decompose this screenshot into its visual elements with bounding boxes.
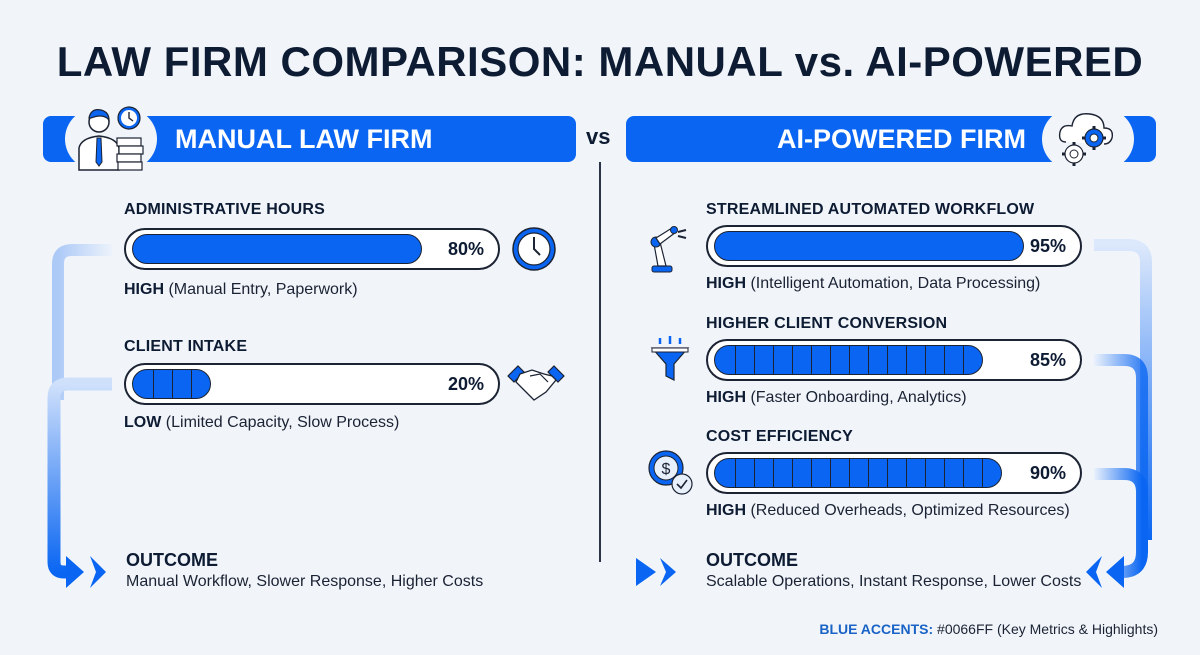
outcome-text: Manual Workflow, Slower Response, Higher… bbox=[126, 573, 484, 590]
metric-client-conversion: HIGHER CLIENT CONVERSION 85% HIGH (Faste… bbox=[706, 315, 1082, 407]
level-detail: (Intelligent Automation, Data Processing… bbox=[750, 275, 1041, 292]
ai-outcome: OUTCOME Scalable Operations, Instant Res… bbox=[706, 550, 1081, 591]
legend-text: #0066FF (Key Metrics & Highlights) bbox=[933, 621, 1158, 637]
progress-bar: 80% bbox=[124, 228, 500, 270]
level-detail: (Reduced Overheads, Optimized Resources) bbox=[750, 502, 1070, 519]
progress-fill bbox=[132, 234, 422, 264]
progress-value: 90% bbox=[1029, 462, 1066, 483]
level-label: LOW bbox=[124, 414, 162, 431]
level-label: HIGH bbox=[706, 502, 746, 519]
outcome-text: Scalable Operations, Instant Response, L… bbox=[706, 573, 1082, 590]
progress-fill bbox=[714, 345, 983, 375]
cloud-gears-icon bbox=[1042, 108, 1134, 170]
progress-value: 20% bbox=[447, 373, 484, 394]
metric-administrative-hours: ADMINISTRATIVE HOURS 80% HIGH (Manual En… bbox=[124, 201, 558, 299]
progress-bar: 95% bbox=[706, 225, 1082, 267]
level-label: HIGH bbox=[124, 281, 164, 298]
progress-bar: 20% bbox=[124, 363, 500, 405]
outcome-title: OUTCOME bbox=[706, 550, 798, 570]
funnel-icon bbox=[650, 334, 690, 384]
progress-fill bbox=[714, 458, 1002, 488]
svg-text:$: $ bbox=[662, 461, 671, 478]
level-detail: (Manual Entry, Paperwork) bbox=[168, 281, 358, 298]
metric-cost-efficiency: COST EFFICIENCY 90% HIGH (Reduced Overhe… bbox=[706, 428, 1082, 520]
metric-client-intake: CLIENT INTAKE 20% LOW (Limited Capacity,… bbox=[124, 338, 566, 432]
progress-value: 80% bbox=[447, 238, 484, 259]
manual-firm-title: MANUAL LAW FIRM bbox=[175, 123, 433, 154]
metric-note: HIGH (Reduced Overheads, Optimized Resou… bbox=[706, 502, 1082, 520]
metric-label: ADMINISTRATIVE HOURS bbox=[124, 201, 326, 218]
progress-fill bbox=[132, 369, 211, 399]
manual-firm-header: MANUAL LAW FIRM bbox=[43, 106, 576, 171]
outcome-title: OUTCOME bbox=[126, 550, 218, 570]
metric-label: COST EFFICIENCY bbox=[706, 428, 854, 445]
page-title: LAW FIRM COMPARISON: MANUAL vs. AI-POWER… bbox=[56, 38, 1144, 85]
center-divider bbox=[599, 162, 601, 562]
progress-fill bbox=[714, 231, 1024, 261]
metric-note: HIGH (Intelligent Automation, Data Proce… bbox=[706, 275, 1082, 293]
manual-outcome: OUTCOME Manual Workflow, Slower Response… bbox=[126, 550, 483, 591]
level-detail: (Limited Capacity, Slow Process) bbox=[165, 414, 400, 431]
handshake-icon bbox=[506, 362, 566, 406]
robot-arm-icon bbox=[646, 224, 694, 274]
metric-label: STREAMLINED AUTOMATED WORKFLOW bbox=[706, 201, 1035, 218]
metric-streamlined-workflow: STREAMLINED AUTOMATED WORKFLOW 95% HIGH … bbox=[706, 201, 1082, 293]
ai-firm-header: AI-POWERED FIRM bbox=[626, 108, 1156, 170]
progress-value: 95% bbox=[1029, 235, 1066, 256]
progress-bar: 90% bbox=[706, 452, 1082, 494]
metric-note: LOW (Limited Capacity, Slow Process) bbox=[124, 414, 566, 432]
metric-label: CLIENT INTAKE bbox=[124, 338, 248, 355]
color-legend: BLUE ACCENTS: #0066FF (Key Metrics & Hig… bbox=[819, 621, 1158, 637]
level-detail: (Faster Onboarding, Analytics) bbox=[750, 389, 967, 406]
legend-accent-label: BLUE ACCENTS: bbox=[819, 621, 934, 637]
metric-label: HIGHER CLIENT CONVERSION bbox=[706, 315, 948, 332]
metric-note: HIGH (Manual Entry, Paperwork) bbox=[124, 281, 558, 299]
progress-bar: 85% bbox=[706, 339, 1082, 381]
ai-firm-title: AI-POWERED FIRM bbox=[777, 123, 1026, 154]
dollar-check-icon: $ bbox=[646, 448, 694, 496]
level-label: HIGH bbox=[706, 275, 746, 292]
clock-icon bbox=[510, 225, 558, 273]
progress-value: 85% bbox=[1029, 349, 1066, 370]
vs-label: vs bbox=[586, 124, 611, 149]
level-label: HIGH bbox=[706, 389, 746, 406]
businessman-clock-papers-icon bbox=[65, 106, 157, 171]
metric-note: HIGH (Faster Onboarding, Analytics) bbox=[706, 389, 1082, 407]
